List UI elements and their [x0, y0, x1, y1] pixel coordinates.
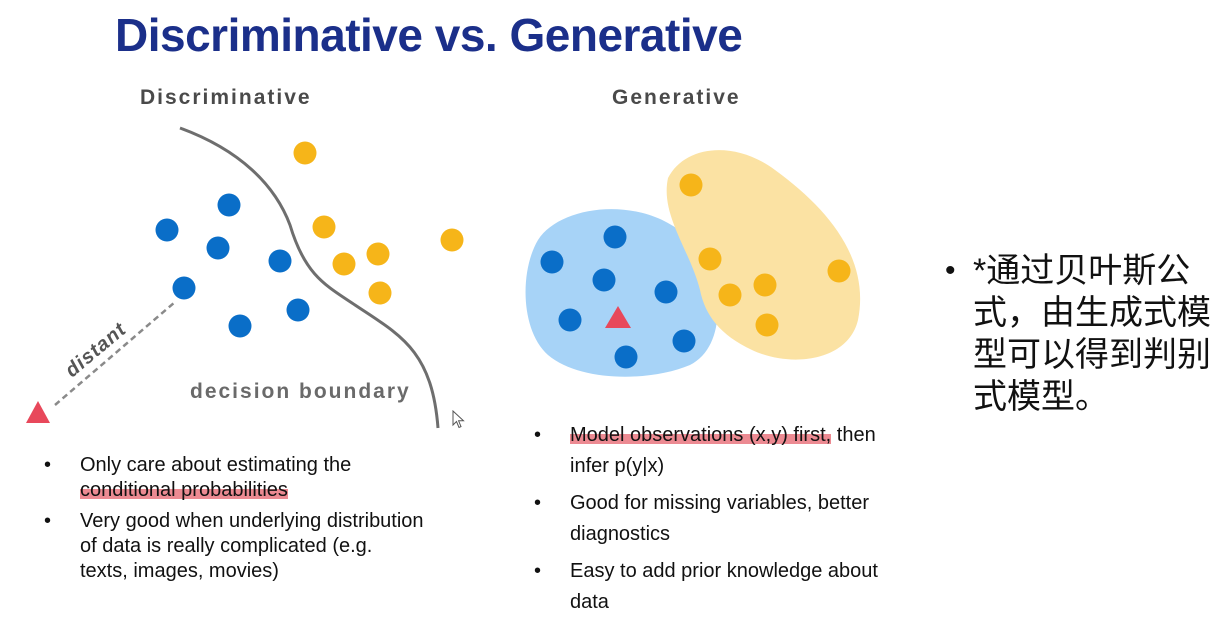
generative-heading: Generative	[612, 86, 741, 109]
highlighted-text: Model observations (x,y) first,	[570, 424, 832, 446]
blue-point	[540, 250, 564, 274]
blue-point	[206, 236, 230, 260]
generative-blue-points	[540, 225, 696, 369]
slide-title: Discriminative vs. Generative	[115, 9, 743, 61]
discriminative-heading: Discriminative	[140, 86, 312, 109]
generative-bullet-1: Model observations (x,y) first, then inf…	[534, 420, 904, 482]
blue-point	[672, 329, 696, 353]
blue-class-region	[525, 209, 718, 377]
yellow-point	[679, 173, 703, 197]
discriminative-blue-points	[155, 193, 310, 338]
blue-point	[155, 218, 179, 242]
yellow-class-region	[666, 150, 861, 360]
bayes-note: • *通过贝叶斯公式，由生成式模型可以得到判别式模型。	[945, 250, 1215, 418]
blue-point	[228, 314, 252, 338]
distant-dashed-line	[54, 301, 176, 406]
discriminative-bullet-1: Only care about estimating the condition…	[44, 453, 424, 503]
blue-point	[286, 298, 310, 322]
blue-point	[268, 249, 292, 273]
yellow-point	[312, 215, 336, 239]
generative-bullet-2: Good for missing variables, better diagn…	[534, 488, 904, 550]
blue-point	[654, 280, 678, 304]
blue-point	[603, 225, 627, 249]
discriminative-bullet-2: Very good when underlying distribution o…	[44, 509, 424, 584]
yellow-point	[293, 141, 317, 165]
generative-yellow-points	[679, 173, 851, 337]
yellow-point	[698, 247, 722, 271]
decision-boundary-line	[179, 126, 440, 429]
decision-boundary-label: decision boundary	[190, 380, 411, 403]
yellow-point	[753, 273, 777, 297]
discriminative-bullets: Only care about estimating the condition…	[44, 453, 424, 590]
note-text: *通过贝叶斯公式，由生成式模型可以得到判别式模型。	[973, 252, 1211, 416]
yellow-point	[718, 283, 742, 307]
mouse-cursor-icon	[452, 410, 465, 429]
yellow-point	[755, 313, 779, 337]
blue-point	[614, 345, 638, 369]
generative-bullet-3: Easy to add prior knowledge about data	[534, 556, 904, 618]
yellow-point	[368, 281, 392, 305]
query-triangle	[26, 401, 50, 423]
blue-point	[558, 308, 582, 332]
yellow-point	[827, 259, 851, 283]
discriminative-yellow-points	[293, 141, 464, 305]
generative-bullets: Model observations (x,y) first, then inf…	[534, 420, 904, 624]
note-bullet: •	[945, 254, 956, 287]
yellow-point	[332, 252, 356, 276]
blue-point	[172, 276, 196, 300]
highlighted-text: conditional probabilities	[80, 479, 288, 501]
blue-point	[592, 268, 616, 292]
comparison-diagram: distant decision boundary	[26, 126, 861, 429]
query-triangle-generative	[605, 306, 631, 328]
yellow-point	[440, 228, 464, 252]
yellow-point	[366, 242, 390, 266]
blue-point	[217, 193, 241, 217]
